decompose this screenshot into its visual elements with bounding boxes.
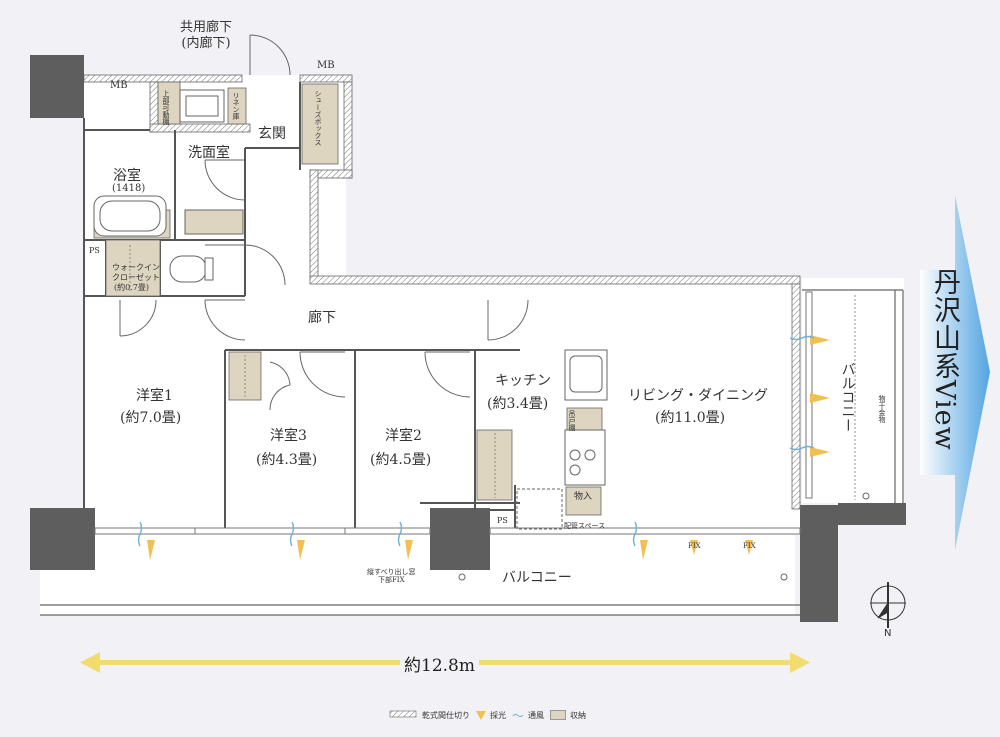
upper-shelf-label: 上部可動棚: [162, 90, 171, 125]
western-room-2-size: (約4.5畳): [370, 452, 432, 468]
western-room-1-name: 洋室1: [136, 388, 173, 404]
legend-icons: [389, 710, 417, 718]
western-room-3-size: (約4.3畳): [256, 452, 318, 468]
legend-light: 採光: [476, 710, 506, 721]
balcony-drains: [458, 492, 870, 581]
balcony-rails: [40, 289, 904, 616]
mb-left-label: MB: [110, 80, 128, 91]
bath-name-label: 浴室: [113, 168, 141, 184]
hanging-shelf-label: 吊戸棚: [568, 410, 577, 431]
legend: 乾式間仕切り 採光 〜 通風 収納: [390, 707, 586, 724]
linen-label: リネン庫: [232, 92, 241, 120]
bath-size-label: (1418): [112, 183, 146, 194]
light-icon: [476, 710, 486, 720]
wind-icon: 〜: [512, 708, 525, 723]
legend-storage-label: 収納: [570, 710, 587, 720]
legend-partition: 乾式間仕切り: [390, 710, 470, 721]
vertical-window-label: 縦すべり出し窓 下部FIX: [367, 568, 416, 585]
hallway-label: 廊下: [308, 310, 336, 326]
view-direction-arrow: [920, 195, 990, 550]
mb-right-label: MB: [317, 60, 335, 71]
ps-right-label: PS: [497, 516, 508, 525]
width-dimension-label: 約12.8m: [400, 651, 479, 676]
storage-swatch: [550, 710, 567, 720]
fix-label-2: FIX: [743, 542, 756, 550]
ventilation-indicators: [137, 335, 815, 547]
entrance-label: 玄関: [258, 126, 286, 142]
kitchen-name: キッチン: [495, 373, 551, 389]
hatched-walls: [83, 74, 801, 510]
washroom-label: 洗面室: [188, 145, 230, 161]
shoes-box-label: シューズボックス: [314, 90, 323, 146]
western-room-3-name: 洋室3: [270, 428, 307, 444]
legend-ventilation: 〜 通風: [512, 707, 544, 724]
doors: [119, 34, 529, 411]
main-balcony-label: バルコニー: [502, 570, 572, 586]
storage-in-label: 物入: [574, 492, 593, 502]
pipe-space-label: 配管スペース: [564, 522, 606, 530]
fix-label-1: FIX: [688, 542, 701, 550]
exterior-walls: [30, 55, 906, 622]
western-room-1-size: (約7.0畳): [120, 410, 182, 426]
legend-storage: 収納: [550, 710, 586, 721]
legend-light-label: 採光: [490, 710, 506, 720]
fixtures: [93, 89, 608, 530]
drying-hardware-label: 物干金物: [878, 395, 887, 423]
view-label: 丹沢山系View: [929, 268, 960, 451]
living-dining-size: (約11.0畳): [655, 410, 726, 426]
closet-rods: [129, 245, 856, 500]
light-indicators: [147, 335, 830, 560]
compass-north-label: N: [884, 628, 892, 639]
south-windows: [94, 291, 813, 535]
side-balcony-label: バルコニー: [839, 362, 856, 432]
living-dining-name: リビング・ダイニング: [628, 388, 768, 404]
compass-icon: [870, 582, 906, 628]
legend-partition-label: 乾式間仕切り: [422, 710, 470, 720]
common-corridor-label: 共用廊下 (内廊下): [180, 20, 233, 52]
kitchen-size: (約3.4畳): [487, 396, 549, 412]
walkin-closet-label-1: ウォークイン: [112, 263, 160, 272]
walkin-closet-label-2: クローゼット: [112, 273, 160, 282]
walkin-closet-label-3: (約0.7畳): [114, 283, 149, 292]
ps-left-label: PS: [89, 246, 100, 255]
western-room-2-name: 洋室2: [385, 428, 422, 444]
legend-ventilation-label: 通風: [528, 710, 545, 720]
